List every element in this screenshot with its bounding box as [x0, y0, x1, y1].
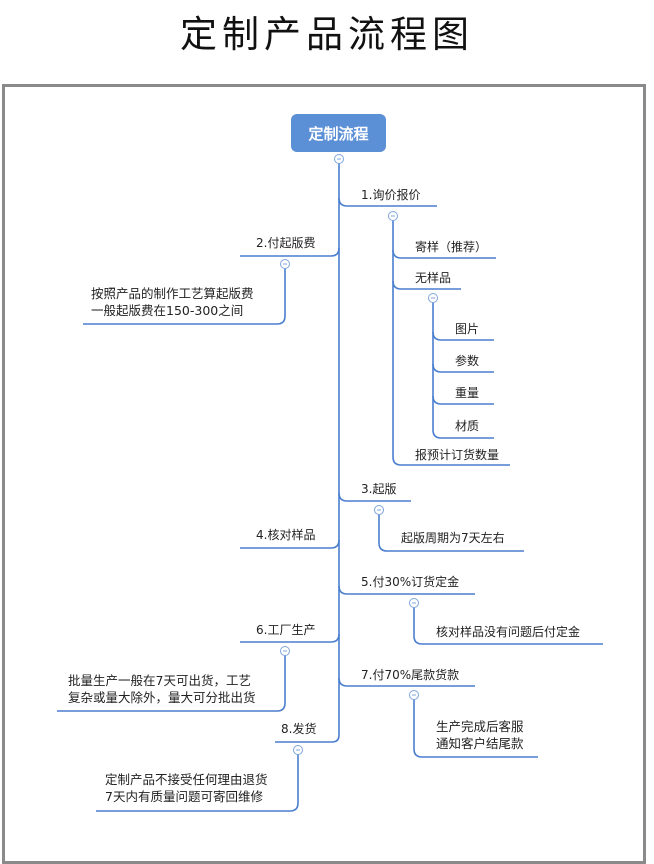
root-node[interactable]: 定制流程 [291, 114, 386, 152]
step-6-node[interactable]: 6.工厂生产 [256, 623, 316, 637]
step-3-node[interactable]: 3.起版 [361, 482, 397, 496]
root-label: 定制流程 [308, 124, 369, 143]
step-5-note[interactable]: 核对样品没有问题后付定金 [436, 625, 581, 639]
step-6-note[interactable]: 批量生产一般在7天可出货，工艺 复杂或量大除外，量大可分批出货 [68, 673, 256, 705]
no-sample-node[interactable]: 无样品 [415, 271, 452, 285]
step-7-node[interactable]: 7.付70%尾款货款 [361, 668, 460, 682]
sample-node[interactable]: 寄样（推荐） [415, 240, 488, 254]
page-title: 定制产品流程图 [180, 13, 474, 56]
params-node[interactable]: 参数 [455, 354, 480, 368]
quantity-node[interactable]: 报预计订货数量 [415, 448, 500, 462]
step-2-node[interactable]: 2.付起版费 [256, 236, 316, 250]
material-node[interactable]: 材质 [455, 419, 480, 433]
step-5-node[interactable]: 5.付30%订货定金 [361, 575, 460, 589]
step-8-node[interactable]: 8.发货 [281, 722, 317, 736]
step-3-note[interactable]: 起版周期为7天左右 [401, 531, 505, 545]
step-7-note[interactable]: 生产完成后客服 通知客户结尾款 [436, 719, 524, 751]
step-2-note[interactable]: 按照产品的制作工艺算起版费 一般起版费在150-300之间 [91, 286, 254, 318]
step-8-note[interactable]: 定制产品不接受任何理由退货 7天内有质量问题可寄回维修 [105, 772, 268, 804]
image-node[interactable]: 图片 [455, 322, 480, 336]
step-1-node[interactable]: 1.询价报价 [361, 188, 421, 202]
weight-node[interactable]: 重量 [455, 386, 480, 400]
step-4-node[interactable]: 4.核对样品 [256, 528, 316, 542]
